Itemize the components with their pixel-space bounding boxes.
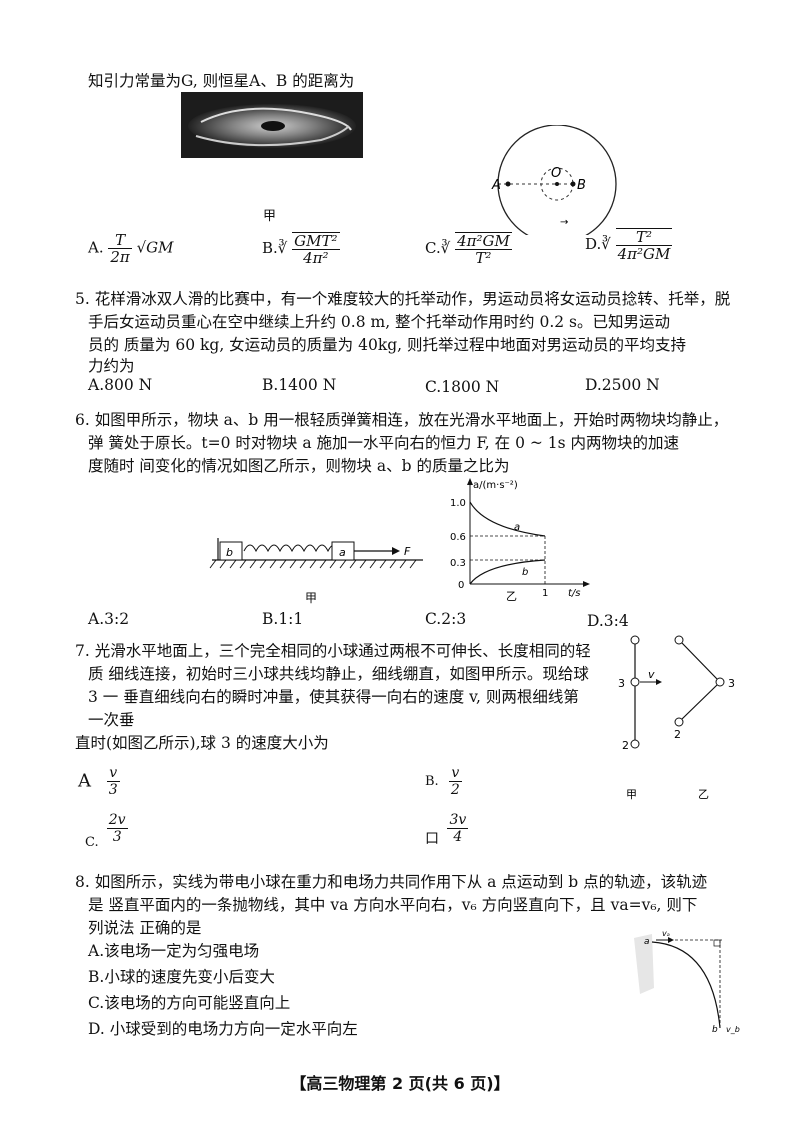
q6-option-a[interactable]: A.3:2: [88, 610, 130, 628]
q6-line-1: 6. 如图甲所示，物块 a、b 用一根轻质弹簧相连，放在光滑水平地面上，开始时两…: [75, 411, 729, 429]
q6-line-2: 弹 簧处于原长。t=0 时对物块 a 施加一水平向右的恒力 F, 在 0 ~ 1…: [88, 434, 680, 452]
trajectory-diagram: a vₐ b v_b: [634, 929, 740, 1035]
block-a-label: a: [339, 546, 346, 559]
graph-y-label: a/(m·s⁻²): [473, 480, 518, 491]
q8-option-d[interactable]: D. 小球受到的电场力方向一定水平向左: [88, 1020, 358, 1038]
q5-line-4: 力约为: [88, 357, 135, 375]
q5-line-2: 手后女运动员重心在空中继续上升约 0.8 m, 整个托举动作用时约 0.2 s。…: [88, 313, 671, 331]
orbit-label-a: A: [491, 178, 501, 193]
q4-fig-label: 甲: [263, 209, 277, 224]
q5-option-b[interactable]: B.1400 N: [262, 376, 337, 394]
q6-fig2-label: 乙: [506, 590, 517, 602]
q8-line-3: 列说法 正确的是: [88, 919, 202, 937]
vb-label: v_b: [726, 1025, 740, 1034]
q8-option-a[interactable]: A.该电场一定为匀强电场: [88, 942, 260, 960]
q7-line-5: 直时(如图乙所示),球 3 的速度大小为: [75, 734, 329, 752]
balls-diagram: 3 2 v 3 2 甲 乙: [618, 635, 735, 801]
q6-option-d[interactable]: D.3:4: [587, 612, 629, 630]
x-tick-1: 1: [542, 588, 548, 599]
svg-text:→: →: [560, 217, 568, 228]
y-tick-1: 1.0: [450, 498, 466, 509]
q7-line-2: 质 细线连接，初始时三小球共线均静止，细线绷直，如图甲所示。现给球: [88, 665, 589, 683]
page-footer: 【高三物理第 2 页(共 6 页)】: [290, 1074, 510, 1093]
curve-a-label: a: [514, 522, 520, 533]
y-tick-03: 0.3: [450, 558, 466, 569]
orbit-label-o: O: [551, 166, 561, 181]
y-tick-06: 0.6: [450, 532, 466, 543]
galaxy-photo: [181, 92, 363, 158]
graph-x-label: t/s: [568, 588, 581, 599]
orbit-diagram: A O B →: [491, 125, 617, 235]
q6-option-c[interactable]: C.2:3: [425, 610, 467, 628]
point-a-label: a: [644, 937, 650, 947]
q7-line-3: 3 一 垂直细线向右的瞬时冲量，使其获得一向右的速度 v, 则两根细线第: [88, 688, 579, 706]
q7-line-1: 7. 光滑水平地面上，三个完全相同的小球通过两根不可伸长、长度相同的轻: [75, 642, 591, 660]
q5-line-1: 5. 花样滑冰双人滑的比赛中，有一个难度较大的托举动作，男运动员将女运动员捻转、…: [75, 290, 731, 308]
orbit-label-b: B: [577, 178, 586, 193]
q5-option-c[interactable]: C.1800 N: [425, 378, 500, 396]
q8-option-b[interactable]: B.小球的速度先变小后变大: [88, 968, 275, 986]
q8-option-c[interactable]: C.该电场的方向可能竖直向上: [88, 994, 291, 1012]
q7-fig-label-2: 乙: [698, 788, 709, 801]
q6-option-b[interactable]: B.1:1: [262, 610, 304, 628]
q5-option-a[interactable]: A.800 N: [88, 376, 153, 394]
q6-line-3: 度随时 间变化的情况如图乙所示，则物块 a、b 的质量之比为: [88, 457, 510, 475]
ball-2-label-b: 2: [674, 728, 681, 741]
curve-b-label: b: [522, 567, 528, 578]
point-b-label: b: [712, 1025, 718, 1035]
ball-2-label-a: 2: [622, 739, 629, 752]
ball-3-label-a: 3: [618, 677, 625, 690]
q4-intro: 知引力常量为G, 则恒星A、B 的距离为: [88, 72, 355, 90]
force-f-label: F: [404, 545, 411, 558]
q5-option-d[interactable]: D.2500 N: [585, 376, 660, 394]
q7-line-4: 一次垂: [88, 711, 135, 729]
y-tick-0: 0: [458, 580, 464, 591]
block-b-label: b: [226, 546, 233, 559]
velocity-label: v: [648, 668, 655, 681]
q6-fig1-label: 甲: [305, 591, 318, 605]
spring-block-diagram: b a F: [209, 538, 423, 569]
q8-line-1: 8. 如图所示，实线为带电小球在重力和电场力共同作用下从 a 点运动到 b 点的…: [75, 873, 708, 891]
q5-line-3: 员的 质量为 60 kg, 女运动员的质量为 40kg, 则托举过程中地面对男运…: [88, 336, 686, 354]
va-label: vₐ: [662, 929, 670, 938]
acceleration-graph: a/(m·s⁻²) t/s 1.0 0.6 0.3 0 1 a b 乙: [450, 478, 590, 602]
q7-fig-label-1: 甲: [626, 788, 637, 801]
ball-3-label-b: 3: [728, 677, 735, 690]
q8-line-2: 是 竖直平面内的一条抛物线，其中 va 方向水平向右，v₆ 方向竖直向下，且 v…: [88, 896, 698, 914]
